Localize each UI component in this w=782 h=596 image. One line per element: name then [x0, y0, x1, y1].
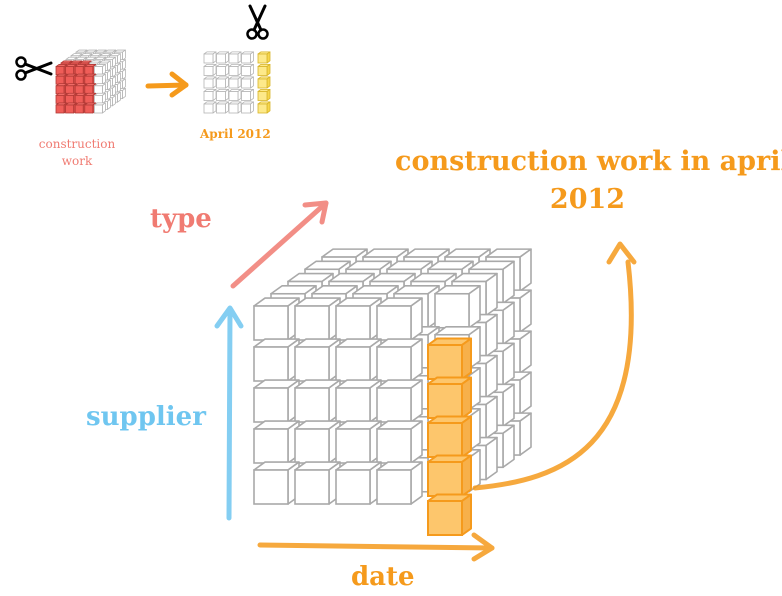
yellow-cube-cell — [257, 51, 271, 64]
highlighted-cube-cell — [427, 454, 472, 497]
result-curve-arrow — [472, 241, 637, 491]
cube-cell — [94, 92, 106, 104]
date-axis-label: date — [351, 562, 415, 592]
small-transform-arrow — [145, 71, 189, 98]
highlighted-cube-cell — [427, 376, 472, 419]
cube-cell — [203, 51, 217, 64]
cube-cell — [253, 461, 300, 505]
cube-cell — [335, 461, 382, 505]
cube-cell — [335, 297, 382, 341]
cube-cell — [228, 101, 242, 114]
highlighted-cube-cell — [427, 337, 472, 380]
cube-cell — [216, 51, 229, 64]
cube-cell — [228, 63, 242, 76]
april-2012-label: April 2012 — [200, 127, 271, 141]
cube-cell — [216, 88, 229, 101]
cube-cell — [335, 379, 382, 423]
cube-cell — [241, 76, 254, 89]
cube-cell — [241, 101, 254, 114]
yellow-cube-cell — [257, 88, 271, 101]
result-label-line2: 2012 — [549, 184, 626, 215]
sliced-cube-construction-work — [55, 49, 126, 114]
yellow-cube-cell — [257, 76, 271, 89]
cube-cell — [203, 101, 217, 114]
cube-cell — [216, 76, 229, 89]
cube-cell — [241, 51, 254, 64]
data-cube — [253, 248, 532, 536]
scissors-icon — [15, 56, 53, 81]
cube-cell — [253, 338, 300, 382]
cube-cell — [376, 297, 423, 341]
red-cube-cell — [65, 102, 77, 114]
highlighted-cube-cell — [427, 493, 472, 536]
cube-cell — [376, 379, 423, 423]
cube-cell — [203, 63, 217, 76]
cube-cell — [294, 297, 341, 341]
construction-work-label-line2: work — [61, 154, 93, 168]
cube-cell — [294, 461, 341, 505]
cube-cell — [216, 101, 229, 114]
result-label-line1: construction work in april — [395, 146, 782, 177]
cube-cell — [94, 73, 106, 85]
type-axis-arrow — [230, 200, 329, 289]
cube-cell — [335, 420, 382, 464]
supplier-axis-label: supplier — [86, 402, 206, 432]
type-axis-label: type — [150, 204, 212, 234]
cube-cell — [294, 420, 341, 464]
yellow-cube-cell — [257, 101, 271, 114]
cube-cell — [294, 379, 341, 423]
cube-cell — [376, 338, 423, 382]
cube-cell — [253, 297, 300, 341]
date-axis-arrow — [257, 532, 495, 562]
scissors-icon — [246, 4, 269, 40]
cube-cell — [434, 285, 481, 329]
cube-cell — [203, 76, 217, 89]
cube-cell — [376, 461, 423, 505]
cube-cell — [203, 88, 217, 101]
cube-cell — [241, 63, 254, 76]
cube-cell — [94, 83, 106, 95]
cube-cell — [253, 379, 300, 423]
cube-cell — [253, 420, 300, 464]
cube-cell — [228, 88, 242, 101]
cube-cell — [376, 420, 423, 464]
cube-cell — [216, 63, 229, 76]
highlighted-cube-cell — [427, 415, 472, 458]
cube-cell — [294, 338, 341, 382]
cube-cell — [228, 51, 242, 64]
cube-cell — [228, 76, 242, 89]
construction-work-label-line1: construction — [38, 137, 116, 151]
cube-cell — [94, 102, 106, 114]
red-cube-cell — [84, 73, 97, 85]
cube-cell — [241, 88, 254, 101]
supplier-axis-arrow — [214, 305, 244, 521]
cube-cell — [335, 338, 382, 382]
result-label: construction work in april 2012 — [395, 143, 782, 219]
cube-cell — [94, 64, 106, 75]
sliced-cube-april-2012 — [203, 51, 271, 114]
construction-work-label: construction work — [32, 136, 122, 170]
yellow-cube-cell — [257, 63, 271, 76]
